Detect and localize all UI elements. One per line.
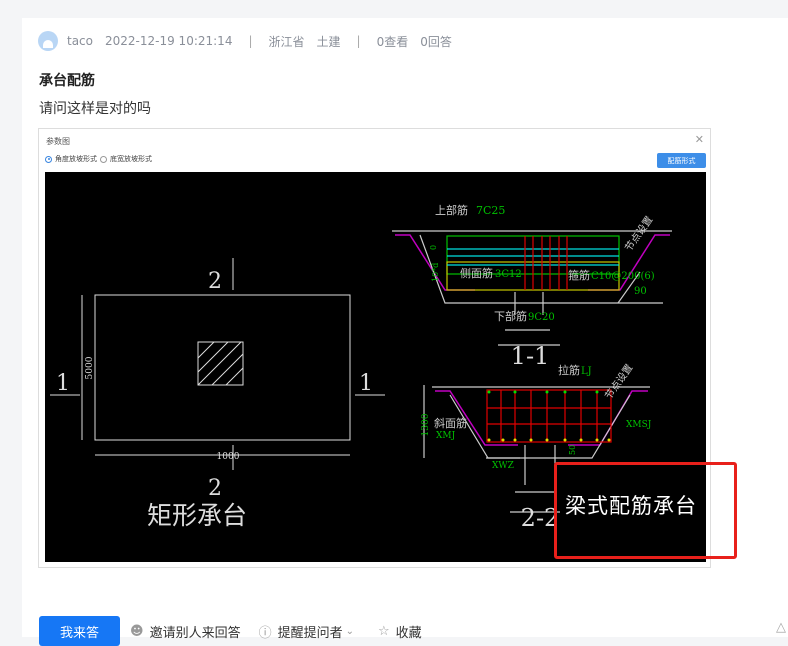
side-bar-label: 侧面筋 xyxy=(460,266,493,280)
xwz-label: XWZ xyxy=(492,461,514,471)
top-bar-label: 上部筋 xyxy=(435,203,468,217)
side-bar-value: 3C12 xyxy=(495,269,522,280)
question-body: 请问这样是对的吗 xyxy=(39,101,151,117)
angle-90: 90 xyxy=(634,286,647,297)
stirrup-label: 箍筋 xyxy=(568,268,590,282)
answer-count: 0回答 xyxy=(420,34,452,49)
author-name[interactable]: taco xyxy=(67,34,93,48)
slope-bar-value: XMJ xyxy=(436,431,456,441)
radio-width xyxy=(100,155,107,163)
warning-icon[interactable]: △ xyxy=(776,620,786,635)
annotation-box xyxy=(554,462,737,559)
region: 浙江省 xyxy=(268,34,305,49)
annotation-label: 梁式配筋承台 xyxy=(565,494,697,518)
dialog-title: 参数图 xyxy=(46,137,70,146)
dim-1300: 1300 xyxy=(421,413,431,436)
invite-label: 邀请别人来回答 xyxy=(149,625,241,641)
post-meta: taco 2022-12-19 10:21:14 | 浙江省 土建 | 0查看 … xyxy=(38,31,464,51)
star-icon: ☆ xyxy=(378,623,390,639)
user-icon: ☻ xyxy=(130,623,144,639)
section-1-1: 1-1 xyxy=(511,342,550,370)
plan-title: 矩形承台 xyxy=(147,501,247,530)
stirrup-value: C10@200(6) xyxy=(591,271,655,282)
plan-outline xyxy=(94,294,351,441)
view-count: 0查看 xyxy=(376,34,409,49)
dim-5000: 5000 xyxy=(85,356,95,379)
top-bar-value: 7C25 xyxy=(476,204,505,217)
plan-label-bottom: 2 xyxy=(208,476,222,501)
invite-button[interactable]: ☻ 邀请别人来回答 xyxy=(130,622,241,641)
dim-50: 50 xyxy=(568,445,577,455)
divider: | xyxy=(248,34,253,48)
rebar-form-button: 配筋形式 xyxy=(657,153,706,168)
tie-label: 拉筋 xyxy=(558,363,580,377)
dim-10d: 10*d xyxy=(431,263,440,282)
section-2-2: 2-2 xyxy=(521,504,560,532)
favorite-button[interactable]: ☆ 收藏 xyxy=(378,622,422,641)
plan-label-top: 2 xyxy=(208,269,222,294)
favorite-label: 收藏 xyxy=(395,625,422,641)
remind-button[interactable]: ⓘ 提醒提问者⌄ xyxy=(259,622,360,641)
remind-label: 提醒提问者 xyxy=(277,625,343,641)
radio-angle xyxy=(45,155,52,163)
action-bar: 我来答 ☻ 邀请别人来回答 ⓘ 提醒提问者⌄ ☆ 收藏 xyxy=(39,616,440,646)
avatar[interactable] xyxy=(38,31,58,51)
xmsj-label: XMSJ xyxy=(626,420,652,430)
bottom-bar-value: 9C20 xyxy=(528,312,555,323)
plan-label-right: 1 xyxy=(359,371,373,396)
slope-bar-label: 斜面筋 xyxy=(434,416,467,430)
post-datetime: 2022-12-19 10:21:14 xyxy=(105,34,233,48)
radio-group: 角度放坡形式 底宽放坡形式 xyxy=(45,154,152,164)
dim-0: 0 xyxy=(429,245,438,250)
radio-label: 角度放坡形式 xyxy=(55,155,97,163)
cad-drawing: 2 2 1 1 5000 1000 矩形承台 上部筋 7C25 侧面筋 3C12… xyxy=(45,172,706,562)
dim-1000: 1000 xyxy=(217,452,240,462)
answer-button[interactable]: 我来答 xyxy=(39,616,120,646)
close-icon: ✕ xyxy=(694,133,704,146)
column-hatch xyxy=(197,341,244,386)
radio-label: 底宽放坡形式 xyxy=(110,155,152,163)
question-title: 承台配筋 xyxy=(39,73,95,89)
chevron-down-icon: ⌄ xyxy=(345,625,354,637)
info-icon: ⓘ xyxy=(258,625,272,641)
category: 土建 xyxy=(316,34,341,49)
bottom-bar-label: 下部筋 xyxy=(494,309,527,323)
plan-label-left: 1 xyxy=(56,371,70,396)
divider: | xyxy=(356,34,361,48)
tie-value: LJ xyxy=(581,366,592,377)
